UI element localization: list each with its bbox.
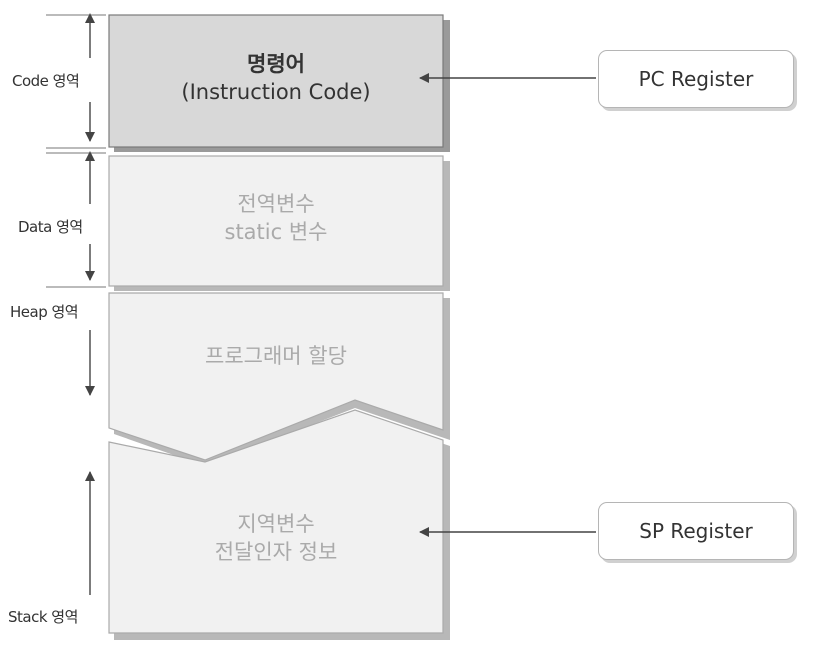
data-segment	[108, 155, 444, 287]
data-segment-subtitle: static 변수	[224, 220, 328, 245]
heap-segment-title: 프로그래머 할당	[205, 344, 347, 368]
stack-segment-subtitle: 전달인자 정보	[214, 540, 338, 565]
pc-register-label: PC Register	[638, 67, 754, 91]
code-segment-subtitle: (Instruction Code)	[181, 80, 371, 105]
heap-region-label: Heap 영역	[10, 303, 79, 321]
stack-segment-title: 지역변수	[237, 512, 315, 536]
data-segment-title: 전역변수	[237, 192, 315, 216]
sp-register-box: SP Register	[598, 502, 794, 560]
heap-segment-text: 프로그래머 할당	[109, 342, 443, 370]
heap-segment	[108, 292, 444, 461]
code-region-label: Code 영역	[12, 72, 80, 90]
data-region-label: Data 영역	[18, 218, 83, 236]
stack-segment-text: 지역변수 전달인자 정보	[109, 510, 443, 567]
stack-region-label: Stack 영역	[8, 608, 78, 626]
code-segment-text: 명령어 (Instruction Code)	[109, 50, 443, 107]
sp-register-label: SP Register	[639, 519, 753, 543]
pc-register-box: PC Register	[598, 50, 794, 108]
data-segment-text: 전역변수 static 변수	[109, 190, 443, 247]
code-segment-title: 명령어	[247, 52, 305, 76]
stack-segment	[108, 409, 444, 634]
code-segment	[108, 14, 444, 148]
